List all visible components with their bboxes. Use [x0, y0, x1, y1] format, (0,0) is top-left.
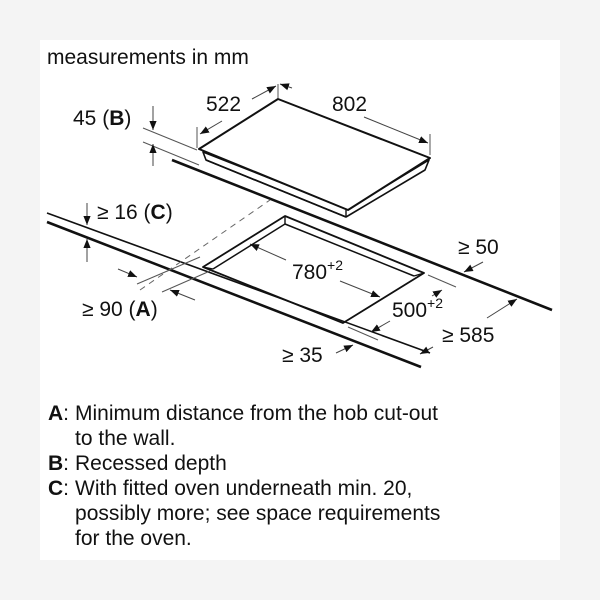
- wall-distance-label: ≥ 90 (A): [82, 298, 158, 321]
- legend-text: Minimum distance from the hob cut-out: [75, 402, 439, 425]
- legend-text: to the wall.: [75, 427, 176, 450]
- legend-key: A: [48, 402, 64, 425]
- cutout-depth-label: 500+2: [392, 295, 443, 322]
- cutout-width-label: 780+2: [292, 257, 343, 284]
- recess-label: 45 (B): [73, 107, 131, 130]
- worktop-depth-label: ≥ 585: [442, 324, 494, 347]
- worktop-thickness-label: ≥ 16 (C): [97, 201, 173, 224]
- wall-projection-line: [139, 199, 271, 291]
- legend-text: for the oven.: [75, 527, 192, 550]
- legend-item-a: A: Minimum distance from the hob cut-out…: [48, 401, 515, 451]
- legend-text: Recessed depth: [75, 452, 227, 475]
- dim-hob-width: [279, 83, 431, 155]
- legend-text: With fitted oven underneath min. 20,: [75, 477, 413, 500]
- legend-text: possibly more; see space requirements: [75, 502, 441, 525]
- dim-cutout-depth: [347, 274, 457, 341]
- legend: A: Minimum distance from the hob cut-out…: [48, 401, 515, 551]
- legend-key: C: [48, 477, 64, 500]
- page-title: measurements in mm: [47, 46, 249, 69]
- dim-hob-depth: [196, 84, 279, 148]
- dim-wall-distance: [117, 256, 211, 301]
- hob-depth-label: 522: [206, 93, 241, 116]
- rear-edge-label: ≥ 50: [458, 236, 499, 259]
- front-edge-label: ≥ 35: [282, 344, 323, 367]
- dim-cutout-width: [249, 243, 381, 298]
- cutout-drawing: [202, 215, 425, 324]
- worktop-drawing: [46, 158, 553, 369]
- legend-item-c: C: With fitted oven underneath min. 20, …: [48, 476, 515, 551]
- legend-item-b: B: Recessed depth: [48, 451, 515, 476]
- dim-front-edge: [335, 344, 354, 354]
- hob-drawing: [198, 98, 431, 218]
- legend-key: B: [48, 452, 64, 475]
- dim-rear-edge: [463, 261, 484, 273]
- dim-worktop-depth: [419, 298, 518, 355]
- hob-width-label: 802: [332, 93, 367, 116]
- dim-recess-depth: [142, 106, 200, 166]
